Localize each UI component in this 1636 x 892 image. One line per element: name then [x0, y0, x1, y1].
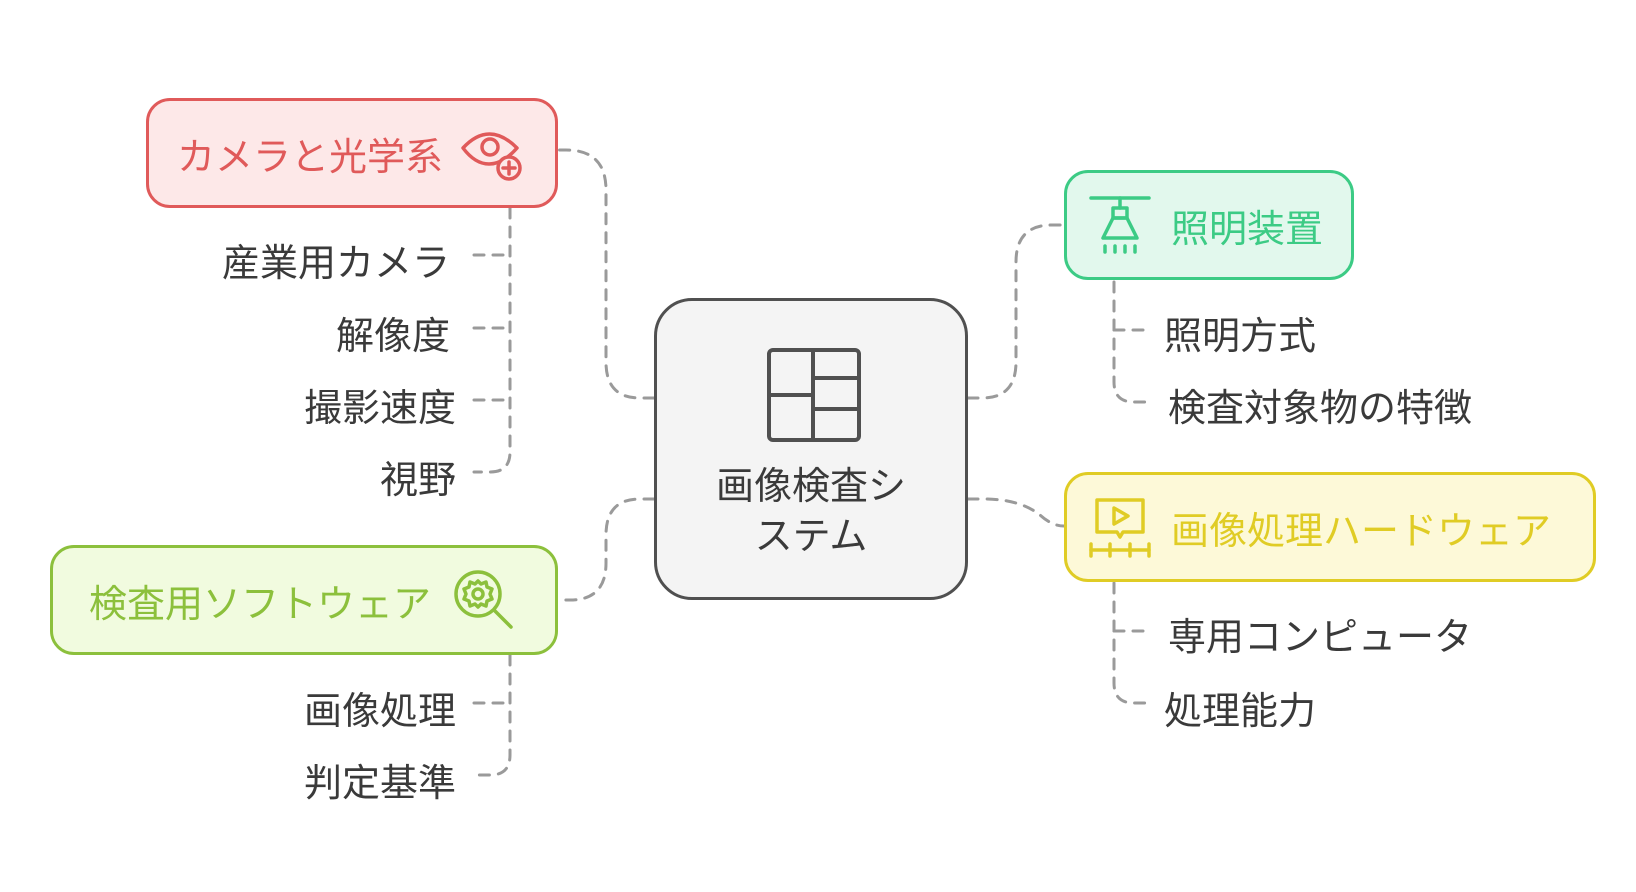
branch-software: 検査用ソフトウェア — [50, 545, 558, 655]
center-node: 画像検査システム — [654, 298, 968, 600]
connector-lighting-trunk — [1112, 280, 1152, 404]
branch-camera: カメラと光学系 — [146, 98, 558, 208]
leaf-camera-3: 撮影速度 — [303, 386, 456, 430]
connector-hardware — [966, 497, 1066, 528]
video-play-icon — [1089, 498, 1151, 558]
ceiling-lamp-icon — [1089, 196, 1151, 254]
connector-camera — [556, 148, 656, 400]
center-title-text: 画像検査システム — [715, 464, 906, 558]
connector-camera-trunk — [472, 206, 512, 474]
leaf-lighting-2: 検査対象物の特徴 — [1168, 386, 1473, 430]
connector-lighting — [966, 223, 1066, 400]
leaf-camera-1: 産業用カメラ — [221, 241, 450, 285]
connector-software-trunk — [472, 653, 512, 777]
layout-grid-icon — [767, 348, 861, 442]
leaf-camera-2: 解像度 — [335, 314, 450, 358]
connector-software — [556, 497, 656, 602]
leaf-software-2: 判定基準 — [303, 761, 456, 805]
branch-hardware: 画像処理ハードウェア — [1064, 472, 1596, 582]
leaf-hardware-1: 専用コンピュータ — [1168, 615, 1473, 659]
leaf-lighting-1: 照明方式 — [1164, 314, 1317, 358]
leaf-camera-4: 視野 — [379, 458, 456, 502]
eye-plus-icon — [461, 132, 522, 181]
leaf-hardware-2: 処理能力 — [1164, 689, 1317, 733]
branch-camera-label: カメラと光学系 — [177, 134, 444, 179]
connector-hardware-trunk — [1112, 581, 1152, 705]
gear-search-icon — [454, 570, 513, 629]
branch-lighting-label: 照明装置 — [1171, 206, 1324, 251]
branch-hardware-label: 画像処理ハードウェア — [1171, 508, 1552, 553]
branch-software-label: 検査用ソフトウェア — [89, 581, 432, 626]
leaf-software-1: 画像処理 — [303, 689, 456, 733]
branch-lighting: 照明装置 — [1064, 170, 1354, 280]
center-title: 画像検査システム — [657, 461, 965, 561]
